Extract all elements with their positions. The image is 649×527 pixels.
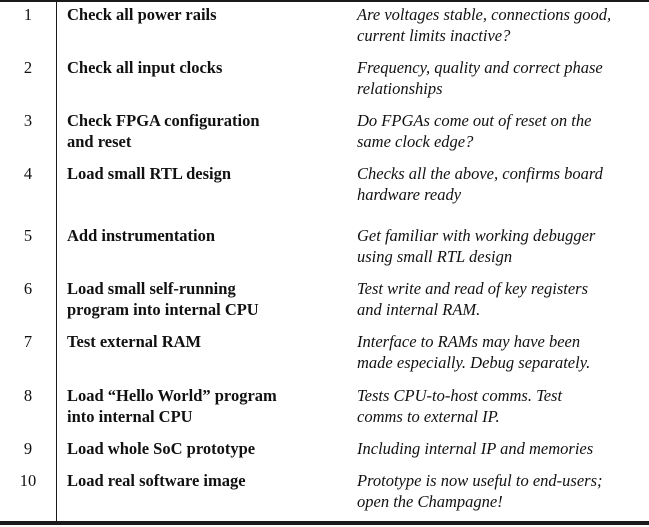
step-note: Frequency, quality and correct phase rel… [357,58,603,98]
table-bottom-rule [0,521,649,525]
step-number: 1 [23,5,33,24]
step-action: Load small RTL design [67,164,232,183]
step-number: 9 [23,439,33,458]
step-number: 10 [19,471,37,490]
step-note: Prototype is now useful to end-users; op… [357,471,603,511]
step-action: Test external RAM [67,332,202,351]
step-action: Check all input clocks [67,58,223,77]
step-note: Including internal IP and memories [357,439,594,458]
step-action: Add instrumentation [67,226,216,245]
step-note: Are voltages stable, connections good, c… [357,5,612,45]
step-note: Tests CPU-to-host comms. Test comms to e… [357,386,563,426]
step-note: Checks all the above, confirms board har… [357,164,603,204]
table-top-rule [0,0,649,2]
step-number: 3 [23,111,33,130]
step-number: 8 [23,386,33,405]
number-column-divider [56,2,57,521]
step-note: Test write and read of key registers and… [357,279,588,319]
step-number: 5 [23,226,33,245]
step-action: Load real software image [67,471,246,490]
step-note: Get familiar with working debugger using… [357,226,596,266]
step-action: Check FPGA configuration and reset [67,111,260,151]
step-number: 7 [23,332,33,351]
step-number: 6 [23,279,33,298]
step-note: Do FPGAs come out of reset on the same c… [357,111,592,151]
step-action: Check all power rails [67,5,217,24]
step-action: Load whole SoC prototype [67,439,256,458]
step-note: Interface to RAMs may have been made esp… [357,332,591,372]
step-action: Load “Hello World” program into internal… [67,386,277,426]
step-number: 2 [23,58,33,77]
step-action: Load small self-running program into int… [67,279,259,319]
step-number: 4 [23,164,33,183]
